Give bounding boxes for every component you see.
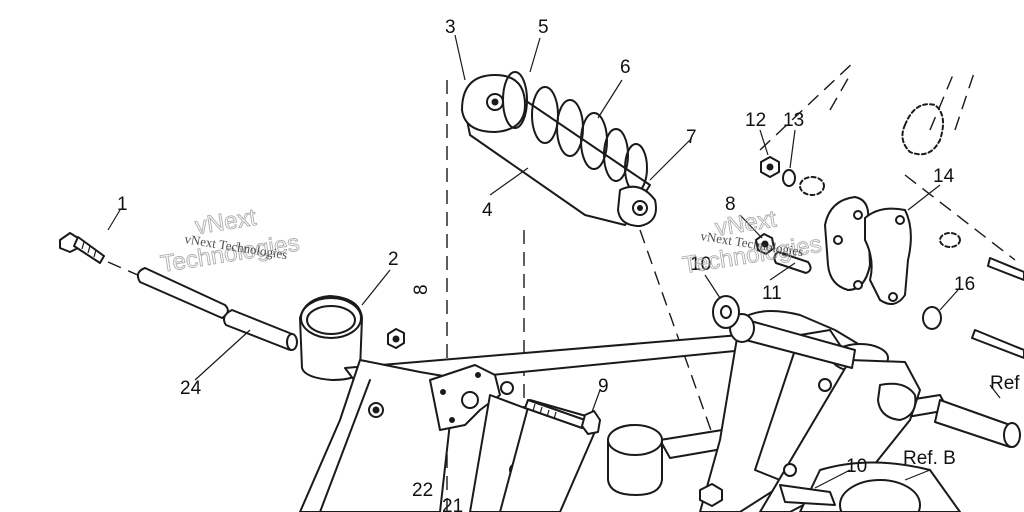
callout-labels: 1 2 3 4 5 6 7 8 8 9 10 10 11 12 13 14 16… <box>117 17 1020 512</box>
callout-10-lower: 10 <box>846 456 867 477</box>
bolt-nine <box>524 399 601 435</box>
right-hardware <box>712 103 1024 359</box>
small-nut <box>387 328 405 349</box>
callout-1: 1 <box>117 194 128 215</box>
callout-2: 2 <box>388 249 399 270</box>
pivot-bushing <box>299 295 363 381</box>
callout-22: 22 <box>412 480 433 501</box>
callout-16: 16 <box>954 274 975 295</box>
rear-pivot-cup <box>607 313 856 496</box>
callout-5: 5 <box>538 17 549 38</box>
callout-3: 3 <box>445 17 456 38</box>
callout-11: 11 <box>762 283 782 304</box>
callout-7: 7 <box>686 127 697 148</box>
callout-9: 9 <box>598 376 609 397</box>
leader-lines <box>107 34 1001 489</box>
callout-4: 4 <box>482 200 493 221</box>
callout-ref-a: Ref <box>990 373 1020 394</box>
callout-21: 21 <box>442 496 463 512</box>
callout-12: 12 <box>745 110 766 131</box>
callout-24: 24 <box>180 378 202 399</box>
callout-8-rotated: 8 <box>411 284 432 295</box>
callout-8: 8 <box>725 194 736 215</box>
callout-13: 13 <box>783 110 804 131</box>
callout-ref-b: Ref. B <box>903 448 956 469</box>
callout-14: 14 <box>933 166 955 187</box>
callout-10-upper: 10 <box>690 254 711 275</box>
callout-6: 6 <box>620 57 631 78</box>
bolt-and-spacers <box>59 232 298 351</box>
shock-absorber <box>461 71 657 227</box>
